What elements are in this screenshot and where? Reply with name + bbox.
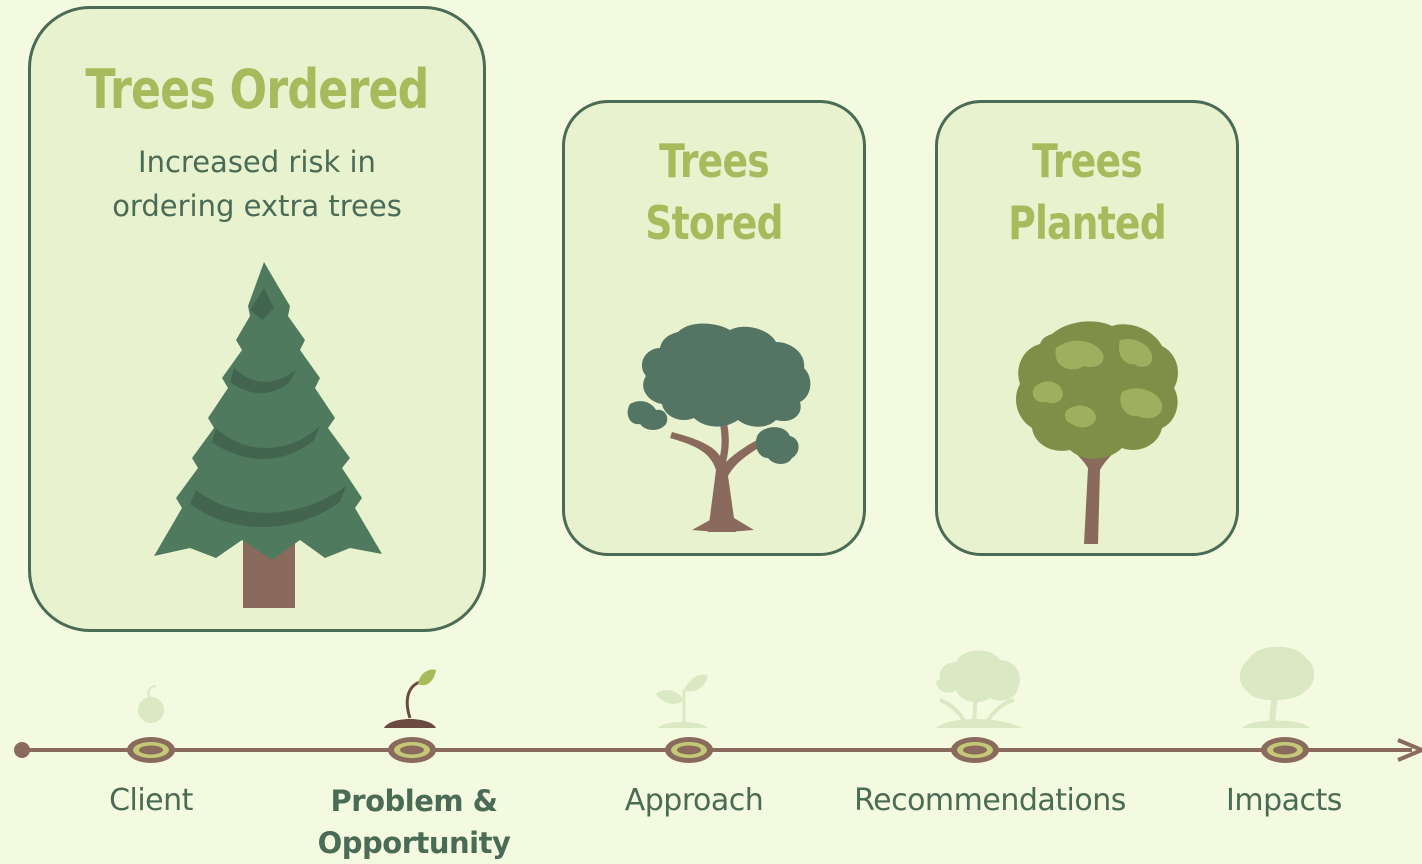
round-canopy-tree-icon	[1016, 321, 1178, 544]
seed-icon	[138, 685, 164, 723]
stage-label-approach: Approach	[624, 783, 764, 818]
broad-canopy-tree-icon	[627, 323, 811, 532]
trees-ordered-description: Increased risk in ordering extra trees	[112, 145, 402, 223]
timeline-node-problem-opportunity	[388, 737, 436, 763]
stage-label-impacts: Impacts	[1226, 783, 1342, 818]
sprout-icon	[384, 669, 436, 728]
timeline-start-dot	[14, 742, 30, 758]
timeline-arrowhead	[1397, 738, 1422, 762]
stage-label-recommendations: Recommendations	[854, 783, 1126, 818]
timeline-node-impacts	[1261, 737, 1309, 763]
young-tree-icon	[936, 650, 1022, 728]
pine-tree-icon	[154, 262, 382, 608]
seedling-icon	[656, 674, 708, 728]
timeline-node-recommendations	[951, 737, 999, 763]
trees-stored-title: Trees Stored	[645, 134, 783, 250]
timeline-node-client	[127, 737, 175, 763]
stage-label-client: Client	[109, 783, 193, 818]
stage-label-problem-opportunity: Problem & Opportunity	[317, 784, 511, 860]
trees-planted-card: Trees Planted	[935, 100, 1239, 556]
timeline-node-approach	[665, 737, 713, 763]
trees-ordered-title: Trees Ordered	[85, 58, 429, 121]
mature-tree-icon	[1239, 646, 1315, 728]
trees-planted-title: Trees Planted	[1008, 134, 1167, 250]
